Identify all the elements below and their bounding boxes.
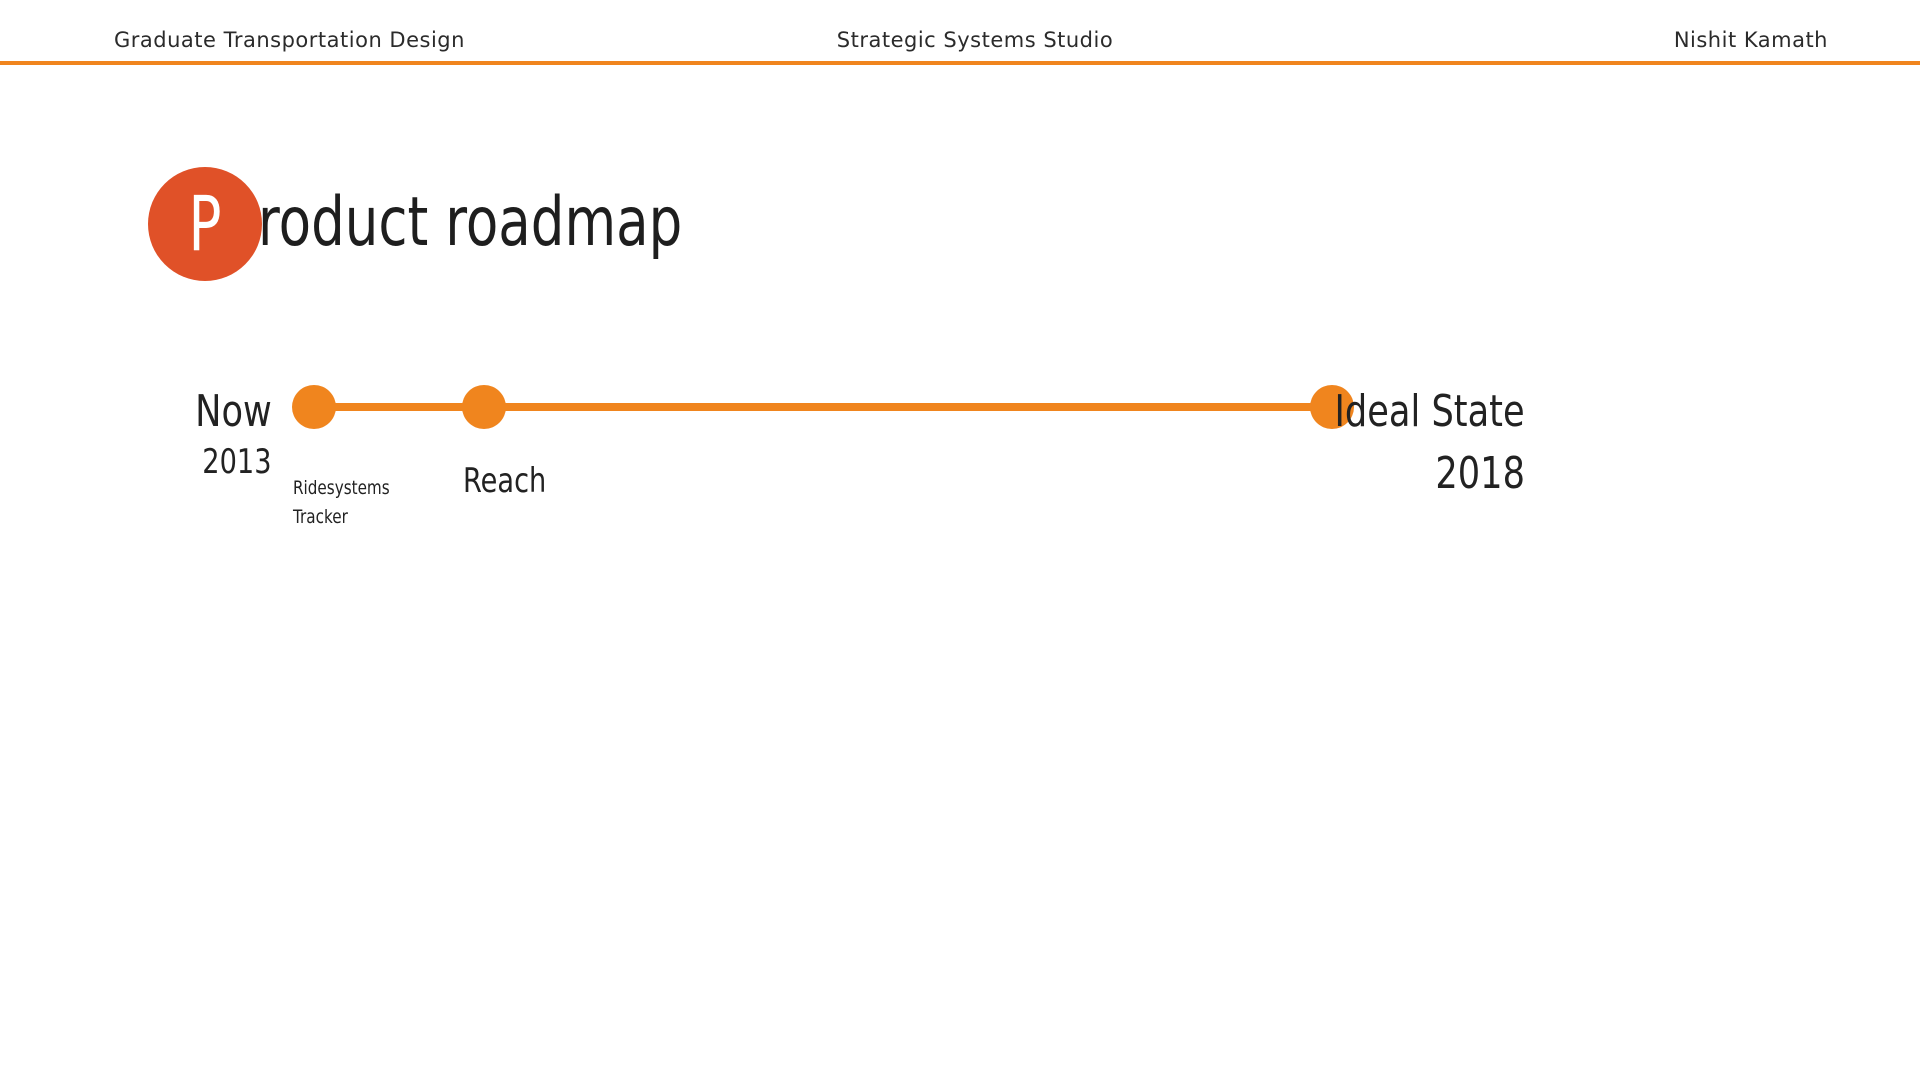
header-author-name: Nishit Kamath [1673, 28, 1828, 52]
timeline-node-milestone-2 [462, 385, 506, 429]
timeline-node-end [1310, 385, 1354, 429]
title-initial-circle [148, 167, 262, 281]
title-text: roduct roadmap [258, 183, 683, 262]
timeline-milestone-label: Ridesystems Tracker [293, 477, 390, 528]
timeline-start-year: 2013 [202, 442, 272, 482]
header-studio-name: Strategic Systems Studio [836, 28, 1114, 52]
timeline-milestone-label: Reach [463, 461, 547, 501]
header-course-name: Graduate Transportation Design [114, 28, 465, 52]
title-initial-letter: P [188, 179, 222, 268]
timeline-start-label: Now [195, 386, 272, 437]
timeline-line [314, 403, 1334, 411]
timeline-end-label: Ideal State [1334, 386, 1525, 437]
timeline-end-year: 2018 [1435, 448, 1525, 499]
header-divider [0, 61, 1920, 65]
timeline-node-start [292, 385, 336, 429]
